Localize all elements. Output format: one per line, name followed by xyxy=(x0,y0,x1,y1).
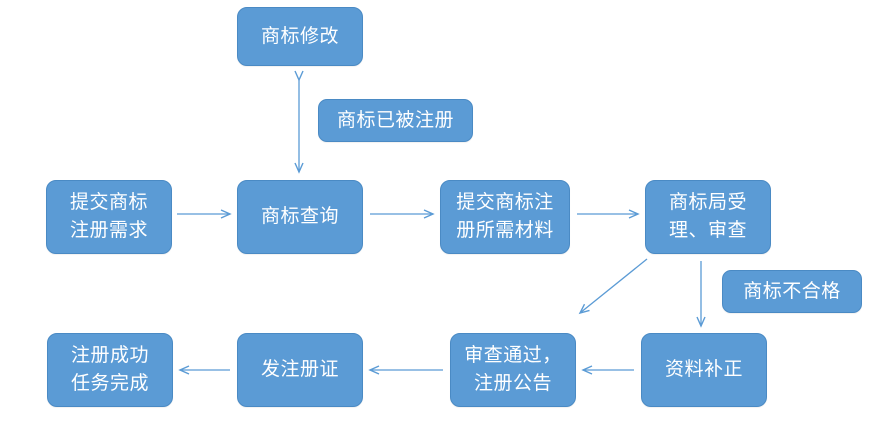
node-modify[interactable]: 商标修改 xyxy=(237,7,363,66)
node-trademark-unqualified[interactable]: 商标不合格 xyxy=(722,270,862,313)
node-office-review[interactable]: 商标局受 理、审查 xyxy=(645,180,771,254)
edge-office-to-passed xyxy=(578,258,648,315)
node-issue-certificate[interactable]: 发注册证 xyxy=(237,333,363,407)
node-trademark-query[interactable]: 商标查询 xyxy=(237,180,363,254)
node-material-correction[interactable]: 资料补正 xyxy=(641,333,767,407)
node-registration-success[interactable]: 注册成功 任务完成 xyxy=(47,333,173,407)
node-submit-request[interactable]: 提交商标 注册需求 xyxy=(46,180,172,254)
node-trademark-already-registered[interactable]: 商标已被注册 xyxy=(318,99,473,142)
node-review-passed[interactable]: 审查通过， 注册公告 xyxy=(450,333,576,407)
node-submit-materials[interactable]: 提交商标注 册所需材料 xyxy=(440,180,570,254)
